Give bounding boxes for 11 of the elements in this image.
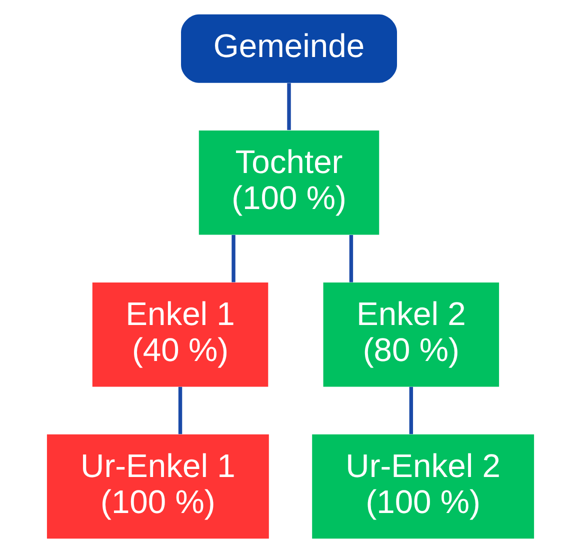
node-box: Gemeinde — [180, 14, 396, 83]
connector — [178, 386, 182, 434]
connector — [348, 234, 353, 282]
node-box: Ur-Enkel 1 (100 %) — [46, 434, 268, 539]
node-box: Enkel 2 (80 %) — [322, 282, 499, 387]
node-box: Tochter (100 %) — [198, 130, 379, 235]
node-box: Ur-Enkel 2 (100 %) — [312, 434, 534, 539]
connector — [408, 386, 413, 434]
connector — [286, 83, 290, 130]
connector — [231, 234, 235, 282]
node-box: Enkel 1 (40 %) — [92, 282, 268, 387]
